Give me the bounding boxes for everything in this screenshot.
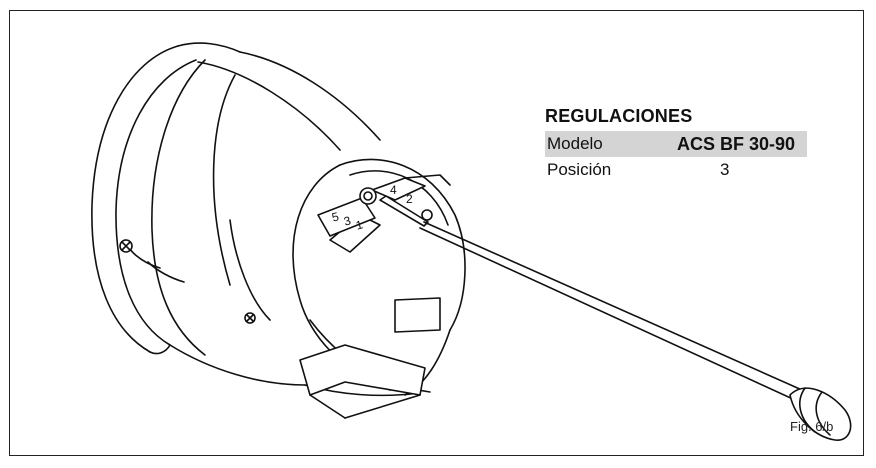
settings-title: REGULACIONES bbox=[545, 106, 693, 126]
dial-number: 2 bbox=[406, 192, 413, 206]
screw-front bbox=[244, 312, 256, 324]
screwdriver bbox=[379, 195, 852, 441]
figure-frame bbox=[9, 10, 864, 456]
adjustment-dial bbox=[317, 174, 451, 237]
back-flange bbox=[91, 42, 241, 355]
model-value: ACS BF 30-90 bbox=[677, 133, 796, 154]
position-row: Posición 3 bbox=[545, 157, 807, 183]
model-label: Modelo bbox=[547, 134, 603, 153]
position-label: Posición bbox=[547, 160, 612, 179]
figure-caption: Fig. 6/b bbox=[790, 419, 834, 434]
settings-panel: REGULACIONES Modelo ACS BF 30-90 Posició… bbox=[545, 106, 807, 183]
damper-blade bbox=[299, 214, 441, 419]
screw-left bbox=[119, 239, 133, 253]
model-row: Modelo ACS BF 30-90 bbox=[545, 131, 807, 157]
dial-number: 4 bbox=[390, 183, 397, 197]
position-value: 3 bbox=[720, 160, 730, 179]
